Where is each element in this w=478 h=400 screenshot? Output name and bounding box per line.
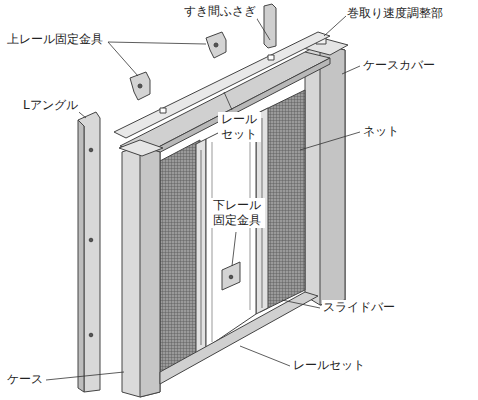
part-label: 巻取り速度調整部 xyxy=(346,6,444,21)
part-label: Lアングル xyxy=(22,98,79,113)
part-label: スライドバー xyxy=(322,300,396,315)
leader-lines xyxy=(46,14,360,380)
part-label: ケースカバー xyxy=(362,58,436,73)
part-label: 下レール 固定金具 xyxy=(208,198,265,228)
part-label: すき間ふさぎ xyxy=(183,4,257,19)
part-label: 上レール固定金具 xyxy=(6,32,104,47)
part-label: ネット xyxy=(362,124,400,139)
part-label: レールセット xyxy=(292,358,366,373)
part-label: レール セット xyxy=(218,112,261,142)
part-label: ケース xyxy=(6,372,44,387)
